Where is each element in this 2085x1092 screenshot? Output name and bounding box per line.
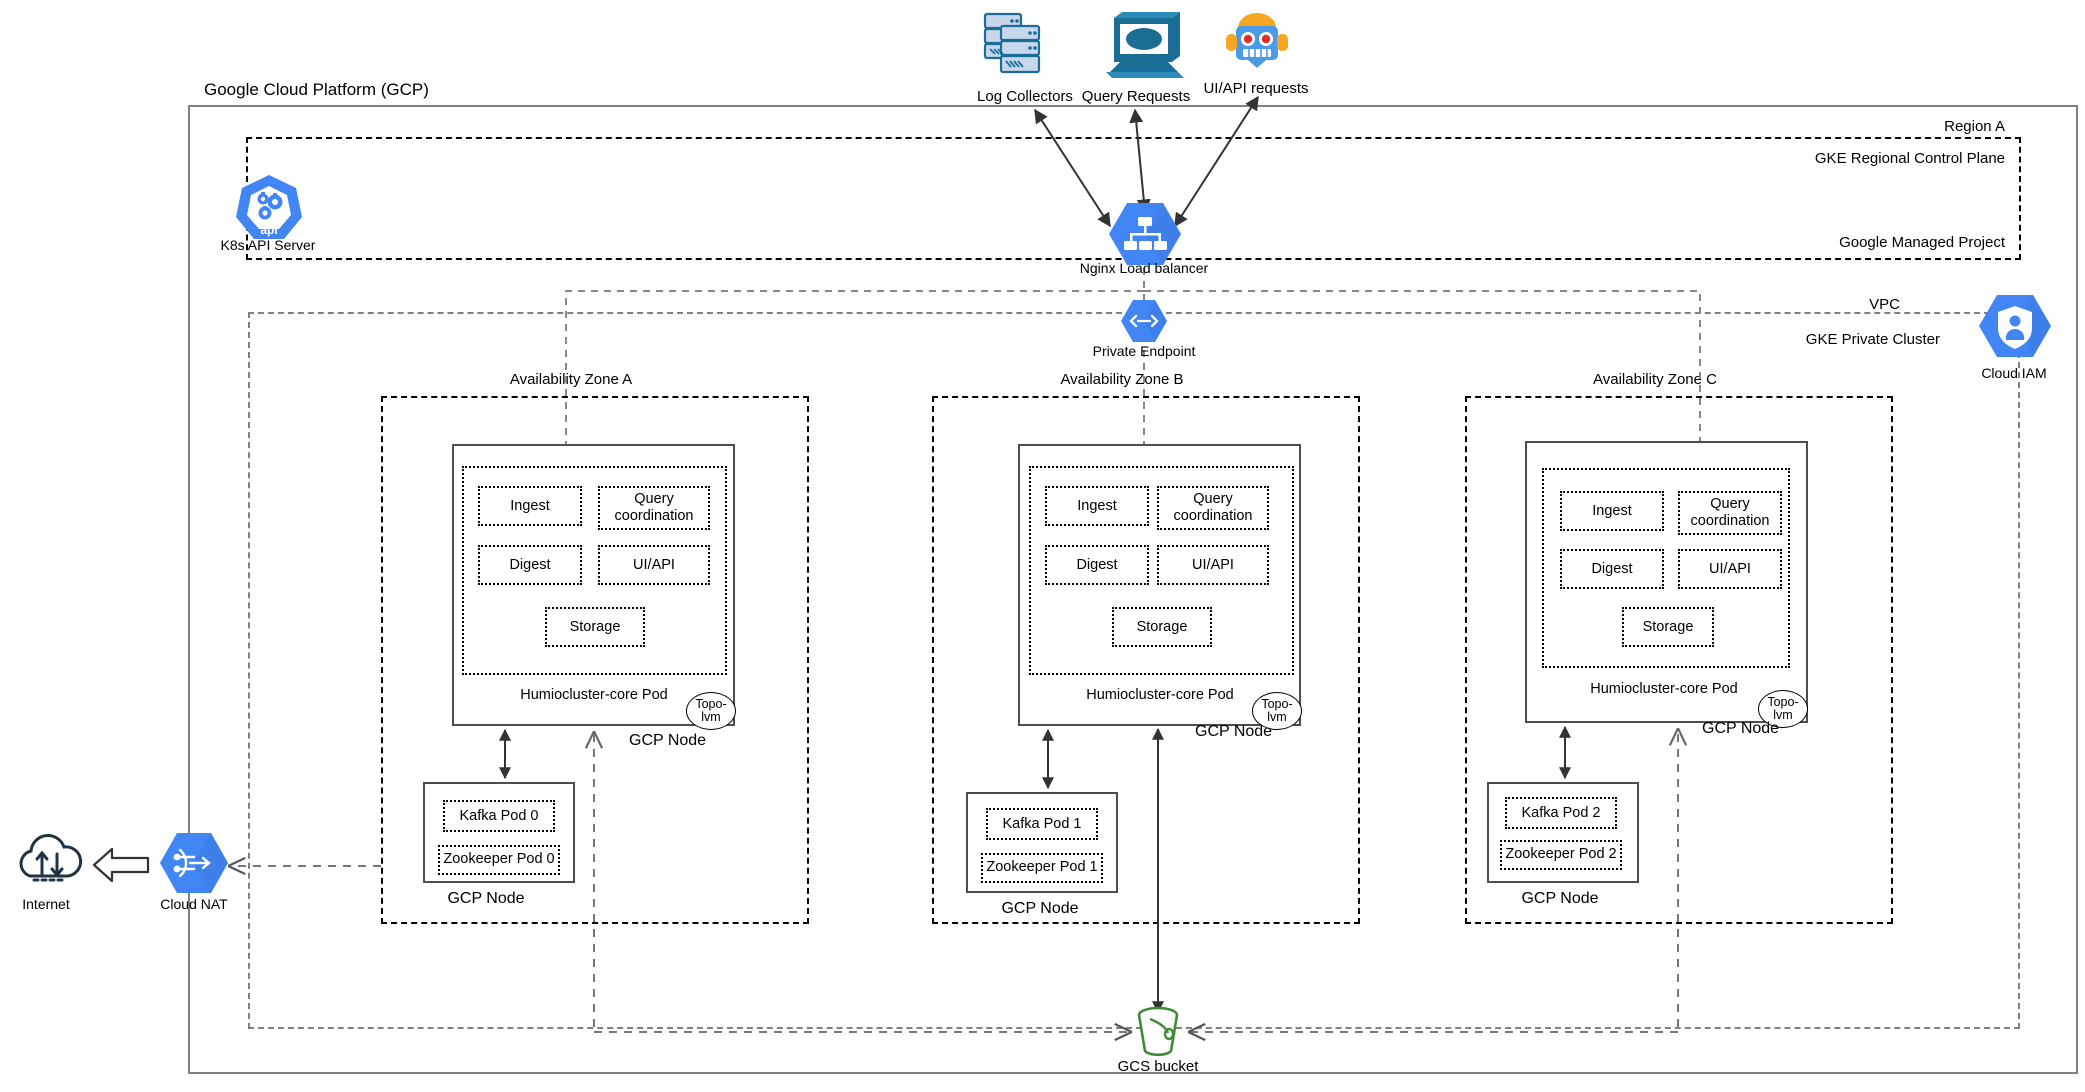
zone-b-ingest: Ingest bbox=[1045, 486, 1149, 526]
ui-api-requests-label: UI/API requests bbox=[1203, 80, 1309, 97]
vpc-label: VPC bbox=[1869, 296, 1900, 313]
zone-a-topolvm: Topo-lvm bbox=[686, 692, 736, 730]
zone-b-query-coordination: Query coordination bbox=[1157, 486, 1269, 530]
region-a-label: Region A bbox=[1944, 118, 2005, 135]
zone-a-kafka-node-label: GCP Node bbox=[447, 890, 525, 907]
ui-api-requests-icon bbox=[1222, 8, 1292, 81]
k8s-api-server-icon: api bbox=[232, 172, 306, 249]
nginx-load-balancer-label: Nginx Load balancer bbox=[1079, 260, 1209, 276]
zone-b-core-node-label: GCP Node bbox=[1195, 723, 1273, 740]
zone-b-storage: Storage bbox=[1112, 607, 1212, 647]
gke-private-cluster-label: GKE Private Cluster bbox=[1805, 331, 1940, 348]
k8s-api-server-label: K8s API Server bbox=[220, 237, 316, 253]
zone-a-core-node-label: GCP Node bbox=[629, 732, 707, 749]
zone-b-pod-label: Humiocluster-core Pod bbox=[1086, 687, 1234, 703]
zone-c-pod-label: Humiocluster-core Pod bbox=[1590, 681, 1738, 697]
zone-b-zookeeper-pod: Zookeeper Pod 1 bbox=[981, 853, 1103, 883]
zone-a-query-coordination: Query coordination bbox=[598, 486, 710, 530]
zone-a-digest: Digest bbox=[478, 545, 582, 585]
zone-c-storage: Storage bbox=[1622, 607, 1714, 647]
zone-c-query-coordination: Query coordination bbox=[1678, 491, 1782, 535]
zone-c-ui-api: UI/API bbox=[1678, 549, 1782, 589]
zone-b-label: Availability Zone B bbox=[1060, 371, 1184, 388]
zone-a-zookeeper-pod: Zookeeper Pod 0 bbox=[438, 845, 560, 875]
private-endpoint-icon bbox=[1119, 298, 1169, 349]
zone-b-ui-api: UI/API bbox=[1157, 545, 1269, 585]
google-managed-project-label: Google Managed Project bbox=[1839, 234, 2005, 251]
zone-c-core-node-label: GCP Node bbox=[1702, 720, 1780, 737]
zone-c-zookeeper-pod: Zookeeper Pod 2 bbox=[1500, 840, 1622, 870]
zone-b-kafka-pod: Kafka Pod 1 bbox=[986, 808, 1098, 840]
zone-a-ui-api: UI/API bbox=[598, 545, 710, 585]
zone-b-digest: Digest bbox=[1045, 545, 1149, 585]
gcp-title: Google Cloud Platform (GCP) bbox=[204, 80, 429, 99]
cloud-iam-icon bbox=[1975, 292, 2055, 369]
zone-c-ingest: Ingest bbox=[1560, 491, 1664, 531]
zone-b-kafka-node-label: GCP Node bbox=[1001, 900, 1079, 917]
zone-b-topolvm: Topo-lvm bbox=[1252, 692, 1302, 730]
log-collectors-icon bbox=[981, 10, 1059, 87]
cloud-iam-label: Cloud IAM bbox=[1981, 365, 2047, 381]
query-requests-icon bbox=[1100, 10, 1188, 87]
internet-icon bbox=[10, 832, 88, 899]
gke-control-plane-label: GKE Regional Control Plane bbox=[1814, 150, 2005, 167]
gcs-bucket-label: GCS bucket bbox=[1117, 1058, 1199, 1075]
zone-a-label: Availability Zone A bbox=[509, 371, 633, 388]
zone-c-label: Availability Zone C bbox=[1593, 371, 1717, 388]
query-requests-label: Query Requests bbox=[1081, 88, 1191, 105]
zone-c-topolvm: Topo-lvm bbox=[1758, 690, 1808, 728]
zone-a-ingest: Ingest bbox=[478, 486, 582, 526]
zone-a-pod-label: Humiocluster-core Pod bbox=[520, 687, 668, 703]
internet-label: Internet bbox=[22, 896, 70, 912]
nginx-load-balancer-icon bbox=[1105, 200, 1185, 277]
zone-c-kafka-node-label: GCP Node bbox=[1521, 890, 1599, 907]
zone-a-storage: Storage bbox=[545, 607, 645, 647]
svg-text:api: api bbox=[260, 223, 277, 237]
cloud-nat-label: Cloud NAT bbox=[160, 896, 228, 912]
private-endpoint-label: Private Endpoint bbox=[1092, 343, 1196, 359]
zone-c-kafka-pod: Kafka Pod 2 bbox=[1505, 797, 1617, 829]
internet-egress-arrow-icon bbox=[92, 845, 150, 890]
log-collectors-label: Log Collectors bbox=[977, 88, 1073, 105]
gcs-bucket-icon bbox=[1128, 1005, 1188, 1068]
cloud-nat-icon bbox=[156, 830, 232, 903]
zone-c-digest: Digest bbox=[1560, 549, 1664, 589]
zone-a-kafka-pod: Kafka Pod 0 bbox=[443, 800, 555, 832]
